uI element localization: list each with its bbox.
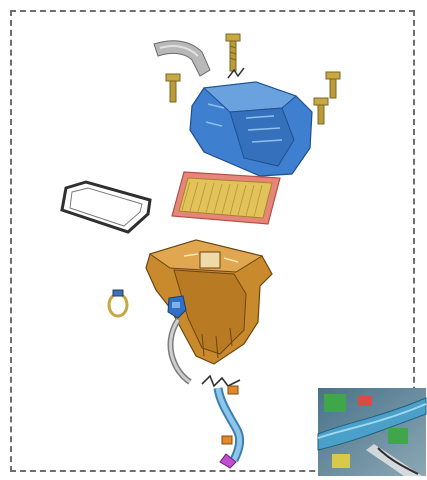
air-filter-element <box>170 170 282 226</box>
bolt-right-upper <box>324 72 342 100</box>
upper-housing <box>186 78 318 180</box>
drain-tube <box>160 318 196 384</box>
location-inset <box>318 388 426 476</box>
hose-clamp <box>106 288 130 320</box>
housing-gasket <box>58 180 156 236</box>
intake-hose <box>206 384 262 470</box>
bolt-left <box>164 74 182 104</box>
blue-connector <box>166 294 188 320</box>
